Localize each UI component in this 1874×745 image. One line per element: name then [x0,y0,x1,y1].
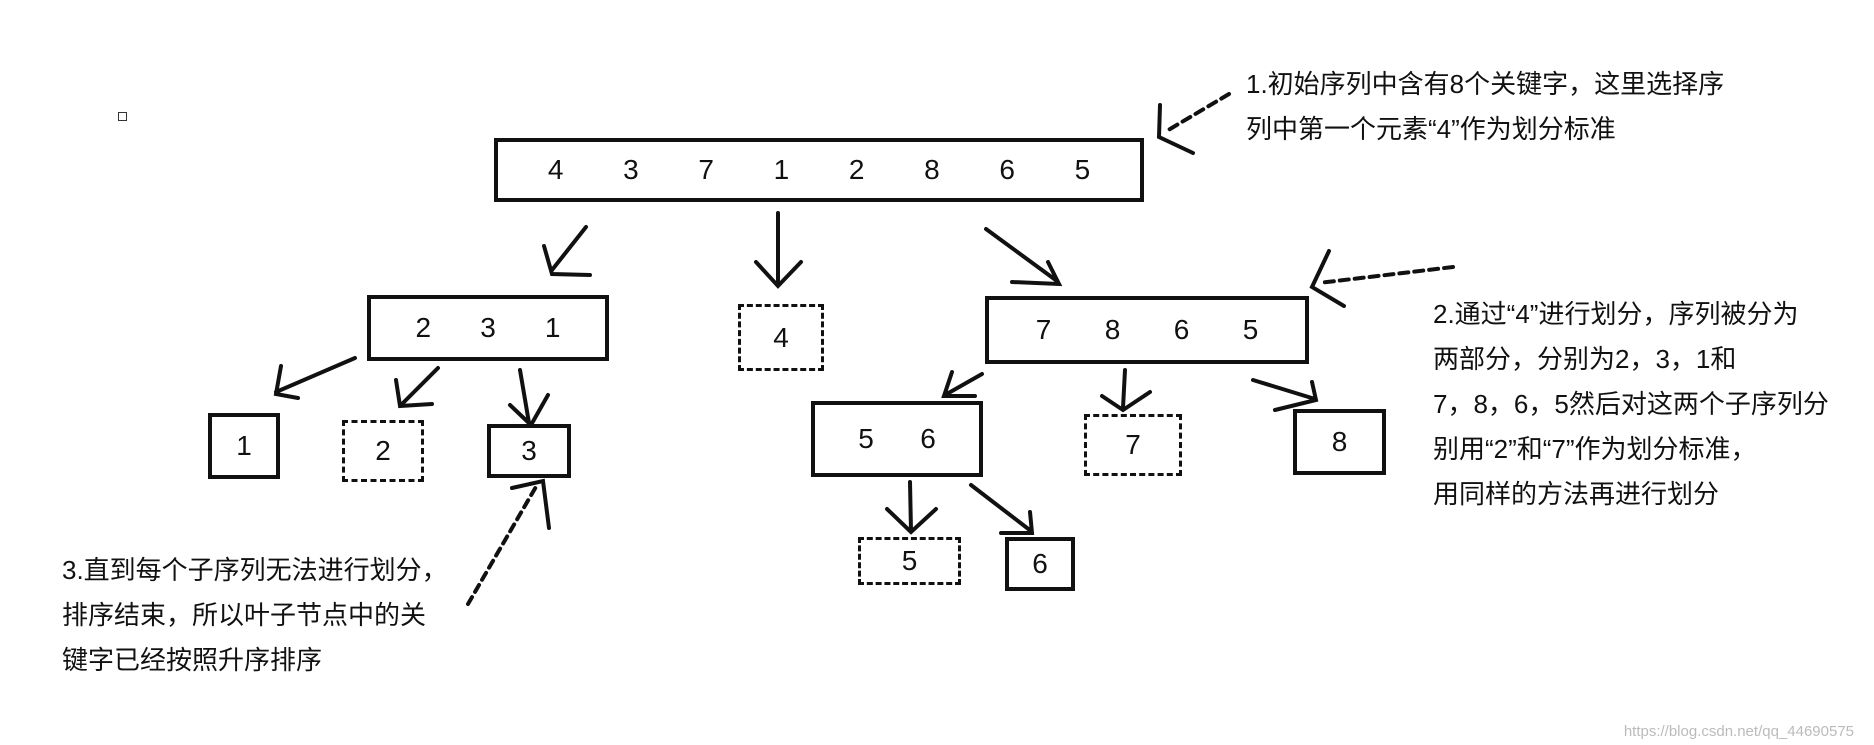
note2-arrow [1317,265,1455,285]
root-value: 1 [773,154,790,185]
note-step2-line: 2.通过“4”进行划分，序列被分为 [1433,299,1799,329]
arrow-root-to-pivot [754,211,803,289]
right-subsequence-box: 7 8 6 5 [985,296,1309,364]
arrow-mid-to-6 [969,483,1035,535]
leaf-1-value: 1 [236,430,252,461]
note-step3: 3.直到每个子序列无法进行划分， 排序结束，所以叶子节点中的关 键字已经按照升序… [62,548,448,683]
right-value: 5 [1242,314,1259,345]
mid-subsequence-box: 5 6 [811,401,983,477]
arrow-right-to-8 [1251,378,1319,412]
leaf-8-box: 8 [1293,409,1386,475]
watermark: https://blog.csdn.net/qq_44690575 [1623,723,1854,740]
left-value: 2 [415,312,432,343]
pivot-7-value: 7 [1125,429,1141,460]
mid-value: 6 [920,423,936,454]
mid-value: 5 [858,423,874,454]
note-step2: 2.通过“4”进行划分，序列被分为 两部分，分别为2，3，1和 7，8，6，5然… [1433,292,1829,517]
arrow-right-to-mid [941,370,984,398]
root-value: 8 [924,154,940,185]
pivot-2-box: 2 [342,420,424,482]
leaf-3-value: 3 [521,435,537,466]
note2-arrowhead [1309,249,1346,308]
root-value: 6 [999,154,1015,185]
root-value: 7 [698,154,714,185]
note-step1: 1.初始序列中含有8个关键字，这里选择序 列中第一个元素“4”作为划分标准 [1246,62,1724,152]
right-value: 6 [1173,314,1190,345]
note3-arrow [466,483,539,606]
note-step3-line: 3.直到每个子序列无法进行划分， [62,555,448,585]
arrow-right-to-7 [1100,368,1152,413]
leaf-6-value: 6 [1032,548,1048,579]
left-value: 1 [544,312,561,343]
pivot-4-box: 4 [738,304,824,371]
note-step2-line: 用同样的方法再进行划分 [1433,479,1720,509]
right-value: 7 [1035,314,1052,345]
note1-arrow [1163,92,1231,134]
note1-arrowhead [1156,103,1195,155]
root-value: 2 [848,154,865,185]
pivot-5-box: 5 [858,537,961,585]
note3-arrowhead [510,478,551,530]
arrow-root-to-right [984,227,1063,287]
small-square-marker [118,112,127,121]
arrow-mid-to-5 [885,480,938,535]
pivot-5-value: 5 [901,545,918,576]
pivot-4-value: 4 [773,321,789,353]
note-step2-line: 两部分，分别为2，3，1和 [1433,344,1737,374]
arrow-left-to-1 [273,356,357,400]
root-value: 3 [623,154,639,185]
arrow-left-to-3 [508,368,550,429]
root-sequence-box: 4 3 7 1 2 8 6 5 [494,138,1144,202]
pivot-2-value: 2 [375,435,391,466]
arrow-root-to-left [542,225,592,277]
leaf-1-box: 1 [208,413,280,479]
note-step1-line: 1.初始序列中含有8个关键字，这里选择序 [1246,69,1725,99]
note-step2-line: 别用“2”和“7”作为划分标准， [1433,434,1757,464]
note-step3-line: 键字已经按照升序排序 [62,645,323,675]
note-step2-line: 7，8，6，5然后对这两个子序列分 [1433,389,1829,419]
note-step1-line: 列中第一个元素“4”作为划分标准 [1246,114,1616,144]
leaf-8-value: 8 [1331,426,1348,457]
root-value: 5 [1074,154,1091,185]
arrow-left-to-2 [394,366,440,409]
right-value: 8 [1104,314,1121,345]
pivot-7-box: 7 [1084,414,1182,476]
left-subsequence-box: 2 3 1 [367,295,609,361]
leaf-3-box: 3 [487,424,571,478]
leaf-6-box: 6 [1005,537,1075,591]
root-value: 4 [547,154,564,185]
note-step3-line: 排序结束，所以叶子节点中的关 [62,600,427,630]
left-value: 3 [480,312,496,343]
